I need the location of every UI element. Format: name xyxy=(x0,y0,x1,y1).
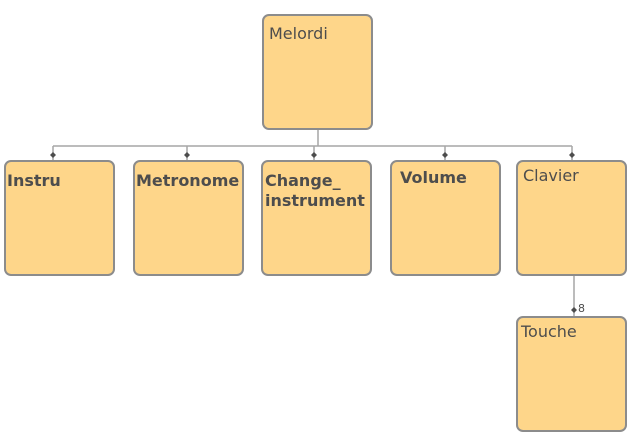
node-clavier[interactable]: Clavier xyxy=(516,160,627,276)
node-touche-label: Touche xyxy=(521,322,577,341)
diamond-touche xyxy=(571,307,577,313)
node-melordi-label: Melordi xyxy=(269,24,328,43)
node-touche[interactable]: Touche xyxy=(516,316,627,432)
node-change-instrument[interactable]: Change_ instrument xyxy=(261,160,372,276)
node-volume-label: Volume xyxy=(400,168,467,187)
node-metronome[interactable]: Metronome xyxy=(133,160,244,276)
node-clavier-label: Clavier xyxy=(523,166,579,185)
touche-multiplicity: 8 xyxy=(578,302,585,315)
node-metronome-label: Metronome xyxy=(136,171,240,190)
node-change-instrument-label: Change_ instrument xyxy=(265,171,365,210)
diamond-instru xyxy=(50,152,56,158)
diamond-volume xyxy=(442,152,448,158)
diamond-metronome xyxy=(184,152,190,158)
diamond-change-instrument xyxy=(311,152,317,158)
diamond-clavier xyxy=(569,152,575,158)
node-volume[interactable]: Volume xyxy=(390,160,501,276)
node-instru[interactable]: Instru xyxy=(4,160,115,276)
node-instru-label: Instru xyxy=(7,171,61,190)
node-melordi[interactable]: Melordi xyxy=(262,14,373,130)
